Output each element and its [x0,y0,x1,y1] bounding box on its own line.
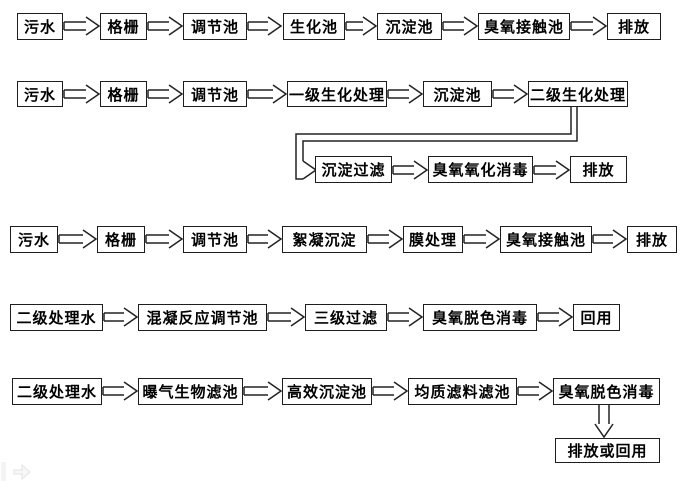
flow-2-arrow-8 [147,84,184,104]
flow-1-arrow-6 [570,16,608,36]
flow-5-step-1: 二级处理水 [12,378,102,405]
flow-2-step-1: 污水 [17,81,63,107]
flow-2-step-5: 沉淀池 [423,81,492,107]
flow-2-arrow-10 [387,84,424,104]
flow-5-step-3: 高效沉淀池 [282,378,372,405]
flow-1-arrow-1 [63,16,101,36]
flow-2-connector-inner-line [302,107,578,161]
flow-5-step-6: 排放或回用 [555,438,660,463]
flow-2-arrow-13 [533,160,571,180]
flow-3-step-1: 污水 [10,226,58,253]
flow-4-step-1: 二级处理水 [10,304,103,331]
flow-5-step-4: 均质滤料滤池 [408,378,517,405]
flow-1-step-3: 调节池 [183,13,247,40]
watermark-cursor-icon [1,462,31,481]
flow-2-arrow-7 [63,84,101,104]
flow-4-arrow-21 [267,307,306,327]
flow-4-step-5: 回用 [573,304,620,331]
flow-3-arrow-18 [463,229,501,249]
flow-5-step-5: 臭氧脱色消毒 [553,378,660,405]
flow-2-arrow-9 [247,84,288,104]
flow-1-step-7: 排放 [607,13,661,40]
flow-2-arrow-12 [392,160,429,180]
flow-2-arrow-11 [492,84,529,104]
flow-5-arrow-27 [517,381,554,401]
flow-1-arrow-3 [247,16,283,36]
flow-3-step-5: 膜处理 [403,226,463,253]
watermark-blob [1,462,6,481]
flow-1-step-4: 生化池 [283,13,345,40]
flow-2-step-7: 沉淀过滤 [315,156,392,183]
flow-3-arrow-14 [58,229,98,249]
flow-3-step-7: 排放 [627,226,677,253]
flow-4-arrow-23 [537,307,574,327]
flow-2-step-8: 臭氧氧化消毒 [428,156,533,183]
flow-3-arrow-16 [247,229,283,249]
flow-3-step-2: 格栅 [97,226,145,253]
flow-2-step-9: 排放 [570,156,627,183]
flow-4-step-4: 臭氧脱色消毒 [423,304,537,331]
flow-1-step-6: 臭氧接触池 [478,13,570,40]
flow-1-arrow-5 [442,16,479,36]
flow-1-arrow-2 [147,16,184,36]
flow-1-step-5: 沉淀池 [377,13,442,40]
flow-4-step-3: 三级过滤 [305,304,387,331]
flow-2-step-2: 格栅 [100,81,147,107]
flow-3-step-6: 臭氧接触池 [500,226,592,253]
watermark-arrow-icon [13,463,31,481]
flow-5-arrow-26 [372,381,409,401]
flow-5-arrow-24 [102,381,139,401]
flow-2-step-6: 二级生化处理 [528,81,628,107]
flow-4-step-2: 混凝反应调节池 [138,304,267,331]
flow-1-arrow-4 [345,16,378,36]
flow-5-step-2: 曝气生物滤池 [138,378,243,405]
flow-5-arrow-25 [243,381,283,401]
flow-3-arrow-15 [145,229,184,249]
flow-2-connector-outer-line [295,107,572,180]
flow-3-step-4: 絮凝沉淀 [282,226,367,253]
flow-2-step-4: 一级生化处理 [287,81,387,107]
flow-1-step-2: 格栅 [100,13,147,40]
flow-5-down-arrow [594,405,614,439]
flow-4-arrow-20 [103,307,139,327]
flow-3-arrow-17 [367,229,404,249]
flow-3-arrow-19 [592,229,628,249]
flow-2-step-3: 调节池 [183,81,247,107]
flow-3-step-3: 调节池 [183,226,247,253]
flow-1-step-1: 污水 [17,13,63,40]
flow-4-arrow-22 [387,307,424,327]
